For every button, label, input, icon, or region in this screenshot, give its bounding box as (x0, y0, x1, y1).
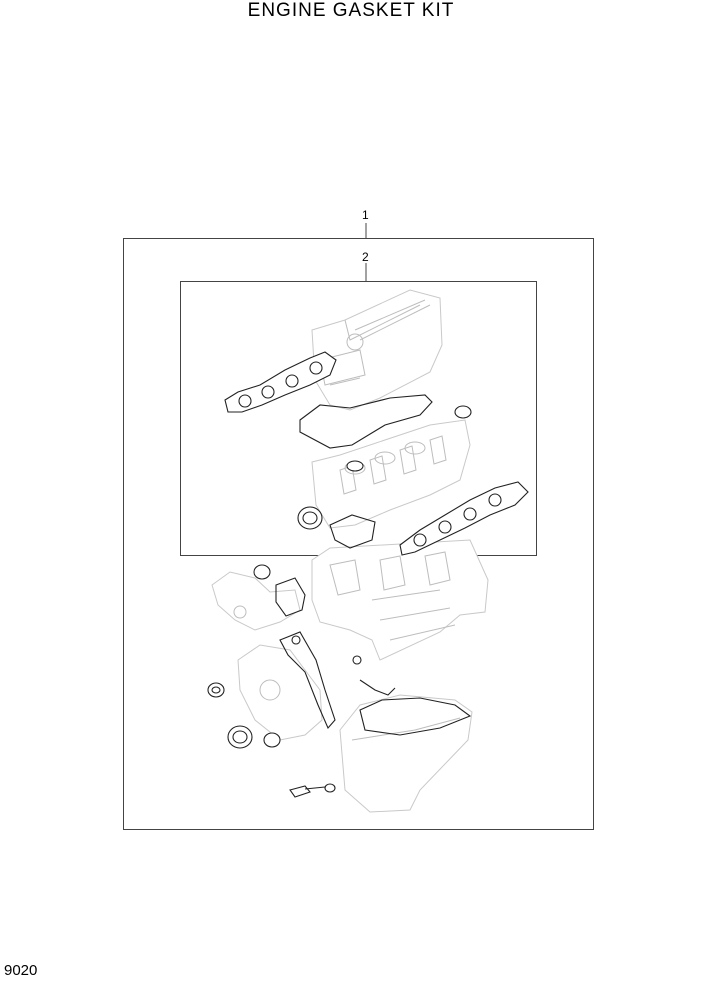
exhaust-manifold-gasket (399, 481, 529, 556)
small-seal-right (454, 405, 472, 419)
oil-seal-left (297, 506, 323, 530)
oil-seal-front (207, 682, 225, 698)
page-title: ENGINE GASKET KIT (247, 0, 455, 21)
timing-cover-gasket (279, 631, 336, 730)
oil-pan-faint (339, 694, 473, 813)
drain-plug (289, 783, 336, 798)
engine-block-faint (311, 539, 489, 661)
callout-2: 2 (362, 250, 369, 264)
page-number: 9020 (4, 962, 38, 979)
head-gasket (329, 514, 376, 549)
cylinder-head-faint (311, 419, 471, 529)
valve-cover-gasket (299, 394, 433, 449)
callout-1: 1 (362, 208, 369, 222)
oil-pan-gasket (359, 697, 472, 736)
crank-seal (227, 725, 281, 749)
kit-frame-outer (123, 238, 594, 830)
spark-plug-seal (346, 460, 364, 472)
oil-strainer-gasket (352, 655, 396, 696)
water-pump-gasket (253, 564, 306, 617)
timing-cover-faint (237, 644, 323, 741)
water-pump-faint (211, 571, 301, 631)
intake-manifold-gasket (224, 351, 337, 413)
valve-cover-faint (311, 289, 443, 411)
